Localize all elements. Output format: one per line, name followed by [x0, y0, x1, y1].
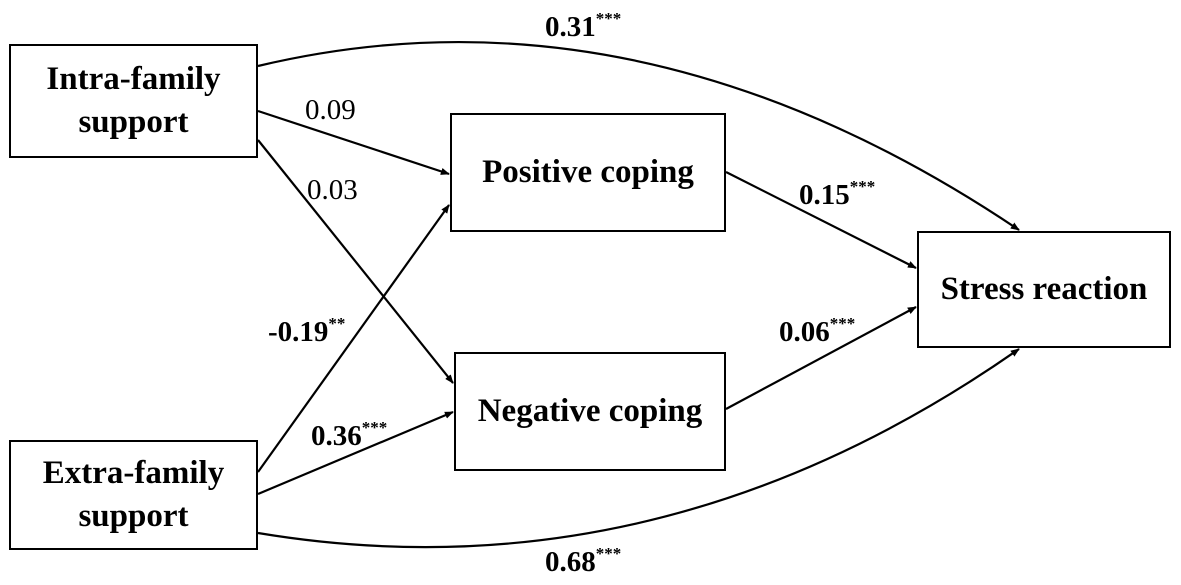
coef-intra-to-stress: 0.31*** [545, 10, 621, 43]
node-label-line: support [78, 498, 189, 534]
coef-significance: *** [595, 9, 622, 28]
coef-significance: ** [328, 314, 346, 333]
coef-significance: *** [595, 544, 622, 563]
coef-intra-to-negative: 0.03 [307, 176, 358, 205]
arrow-negative-to-stress [725, 306, 917, 410]
node-stress-reaction: Stress reaction [917, 231, 1171, 348]
coef-positive-to-stress: 0.15*** [799, 178, 875, 211]
coef-extra-to-stress: 0.68*** [545, 545, 621, 578]
coef-value: -0.19 [268, 316, 329, 348]
arrow-intra-to-stress [257, 41, 1020, 231]
coef-significance: *** [361, 418, 388, 437]
coef-value: 0.06 [779, 316, 830, 348]
node-label-line: support [78, 104, 189, 140]
coef-value: 0.09 [305, 94, 356, 126]
node-negative-coping: Negative coping [454, 352, 726, 471]
node-intra-family-support: Intra-family support [9, 44, 258, 158]
coef-extra-to-positive: -0.19** [268, 315, 345, 348]
coef-intra-to-positive: 0.09 [305, 96, 356, 125]
coef-significance: *** [849, 177, 876, 196]
arrow-positive-to-stress [725, 171, 917, 269]
arrow-intra-to-positive [257, 109, 450, 176]
arrow-extra-to-stress [257, 348, 1020, 549]
coef-value: 0.15 [799, 179, 850, 211]
node-label-line: Stress reaction [940, 271, 1148, 308]
coef-value: 0.03 [307, 174, 358, 206]
node-label-line: Intra-family [46, 61, 221, 98]
coef-value: 0.31 [545, 11, 596, 43]
coef-significance: *** [829, 314, 856, 333]
coef-value: 0.68 [545, 546, 596, 578]
arrow-extra-to-positive [257, 204, 450, 473]
node-label-line: Positive coping [482, 154, 694, 191]
arrow-extra-to-negative [257, 410, 454, 496]
node-label-line: Extra-family [42, 455, 225, 492]
coef-extra-to-negative: 0.36*** [311, 419, 387, 452]
arrow-intra-to-negative [257, 139, 454, 384]
node-label-line: Negative coping [477, 393, 703, 430]
node-positive-coping: Positive coping [450, 113, 726, 232]
coef-negative-to-stress: 0.06*** [779, 315, 855, 348]
node-extra-family-support: Extra-family support [9, 440, 258, 550]
coef-value: 0.36 [311, 420, 362, 452]
